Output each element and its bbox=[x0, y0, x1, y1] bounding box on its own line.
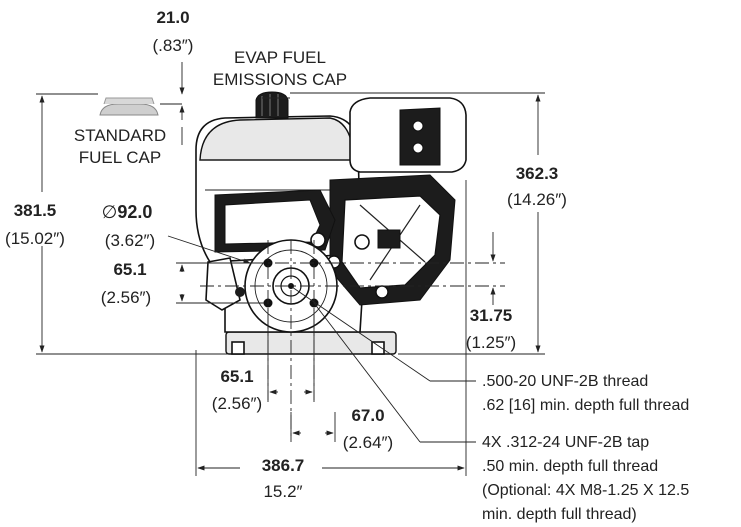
overall-width-value: 386.7 bbox=[262, 456, 305, 475]
overall-height-inch: (15.02″) bbox=[5, 229, 65, 248]
tap-312-line4: min. depth full thread) bbox=[482, 506, 637, 523]
height-362-inch: (14.26″) bbox=[507, 190, 567, 209]
tap-312-line1: 4X .312-24 UNF-2B tap bbox=[482, 434, 649, 451]
bolt-vertical-value: 65.1 bbox=[113, 260, 146, 279]
bolt-vertical-inch: (2.56″) bbox=[101, 288, 151, 307]
evap-cap-label-line1: EVAP FUEL bbox=[234, 48, 326, 67]
evap-cap-label-line2: EMISSIONS CAP bbox=[213, 70, 347, 89]
shaft-horizontal-inch: (2.64″) bbox=[343, 433, 393, 452]
overall-width-inch: 15.2″ bbox=[263, 482, 302, 501]
tap-312-line2: .50 min. depth full thread bbox=[482, 458, 658, 475]
bolt-horizontal-value: 65.1 bbox=[220, 367, 253, 386]
thread-500-line1: .500-20 UNF-2B thread bbox=[482, 373, 648, 390]
shaft-offset-inch: (1.25″) bbox=[466, 333, 516, 352]
overall-height-value: 381.5 bbox=[14, 201, 57, 220]
cap-offset-inch: (.83″) bbox=[153, 36, 194, 55]
standard-cap-label-line2: FUEL CAP bbox=[79, 148, 162, 167]
standard-cap-label-line1: STANDARD bbox=[74, 126, 166, 145]
shaft-horizontal-value: 67.0 bbox=[351, 406, 384, 425]
dimension-labels: 21.0 (.83″) EVAP FUEL EMISSIONS CAP STAN… bbox=[5, 8, 689, 523]
thread-500-line2: .62 [16] min. depth full thread bbox=[482, 397, 689, 414]
shaft-offset-value: 31.75 bbox=[470, 306, 513, 325]
dimension-lines bbox=[36, 62, 545, 476]
diameter-inch: (3.62″) bbox=[105, 231, 155, 250]
cap-offset-value: 21.0 bbox=[156, 8, 189, 27]
height-362-value: 362.3 bbox=[516, 164, 559, 183]
diameter-value: ∅92.0 bbox=[102, 202, 153, 222]
bolt-horizontal-inch: (2.56″) bbox=[212, 394, 262, 413]
tap-312-line3: (Optional: 4X M8-1.25 X 12.5 bbox=[482, 482, 689, 499]
